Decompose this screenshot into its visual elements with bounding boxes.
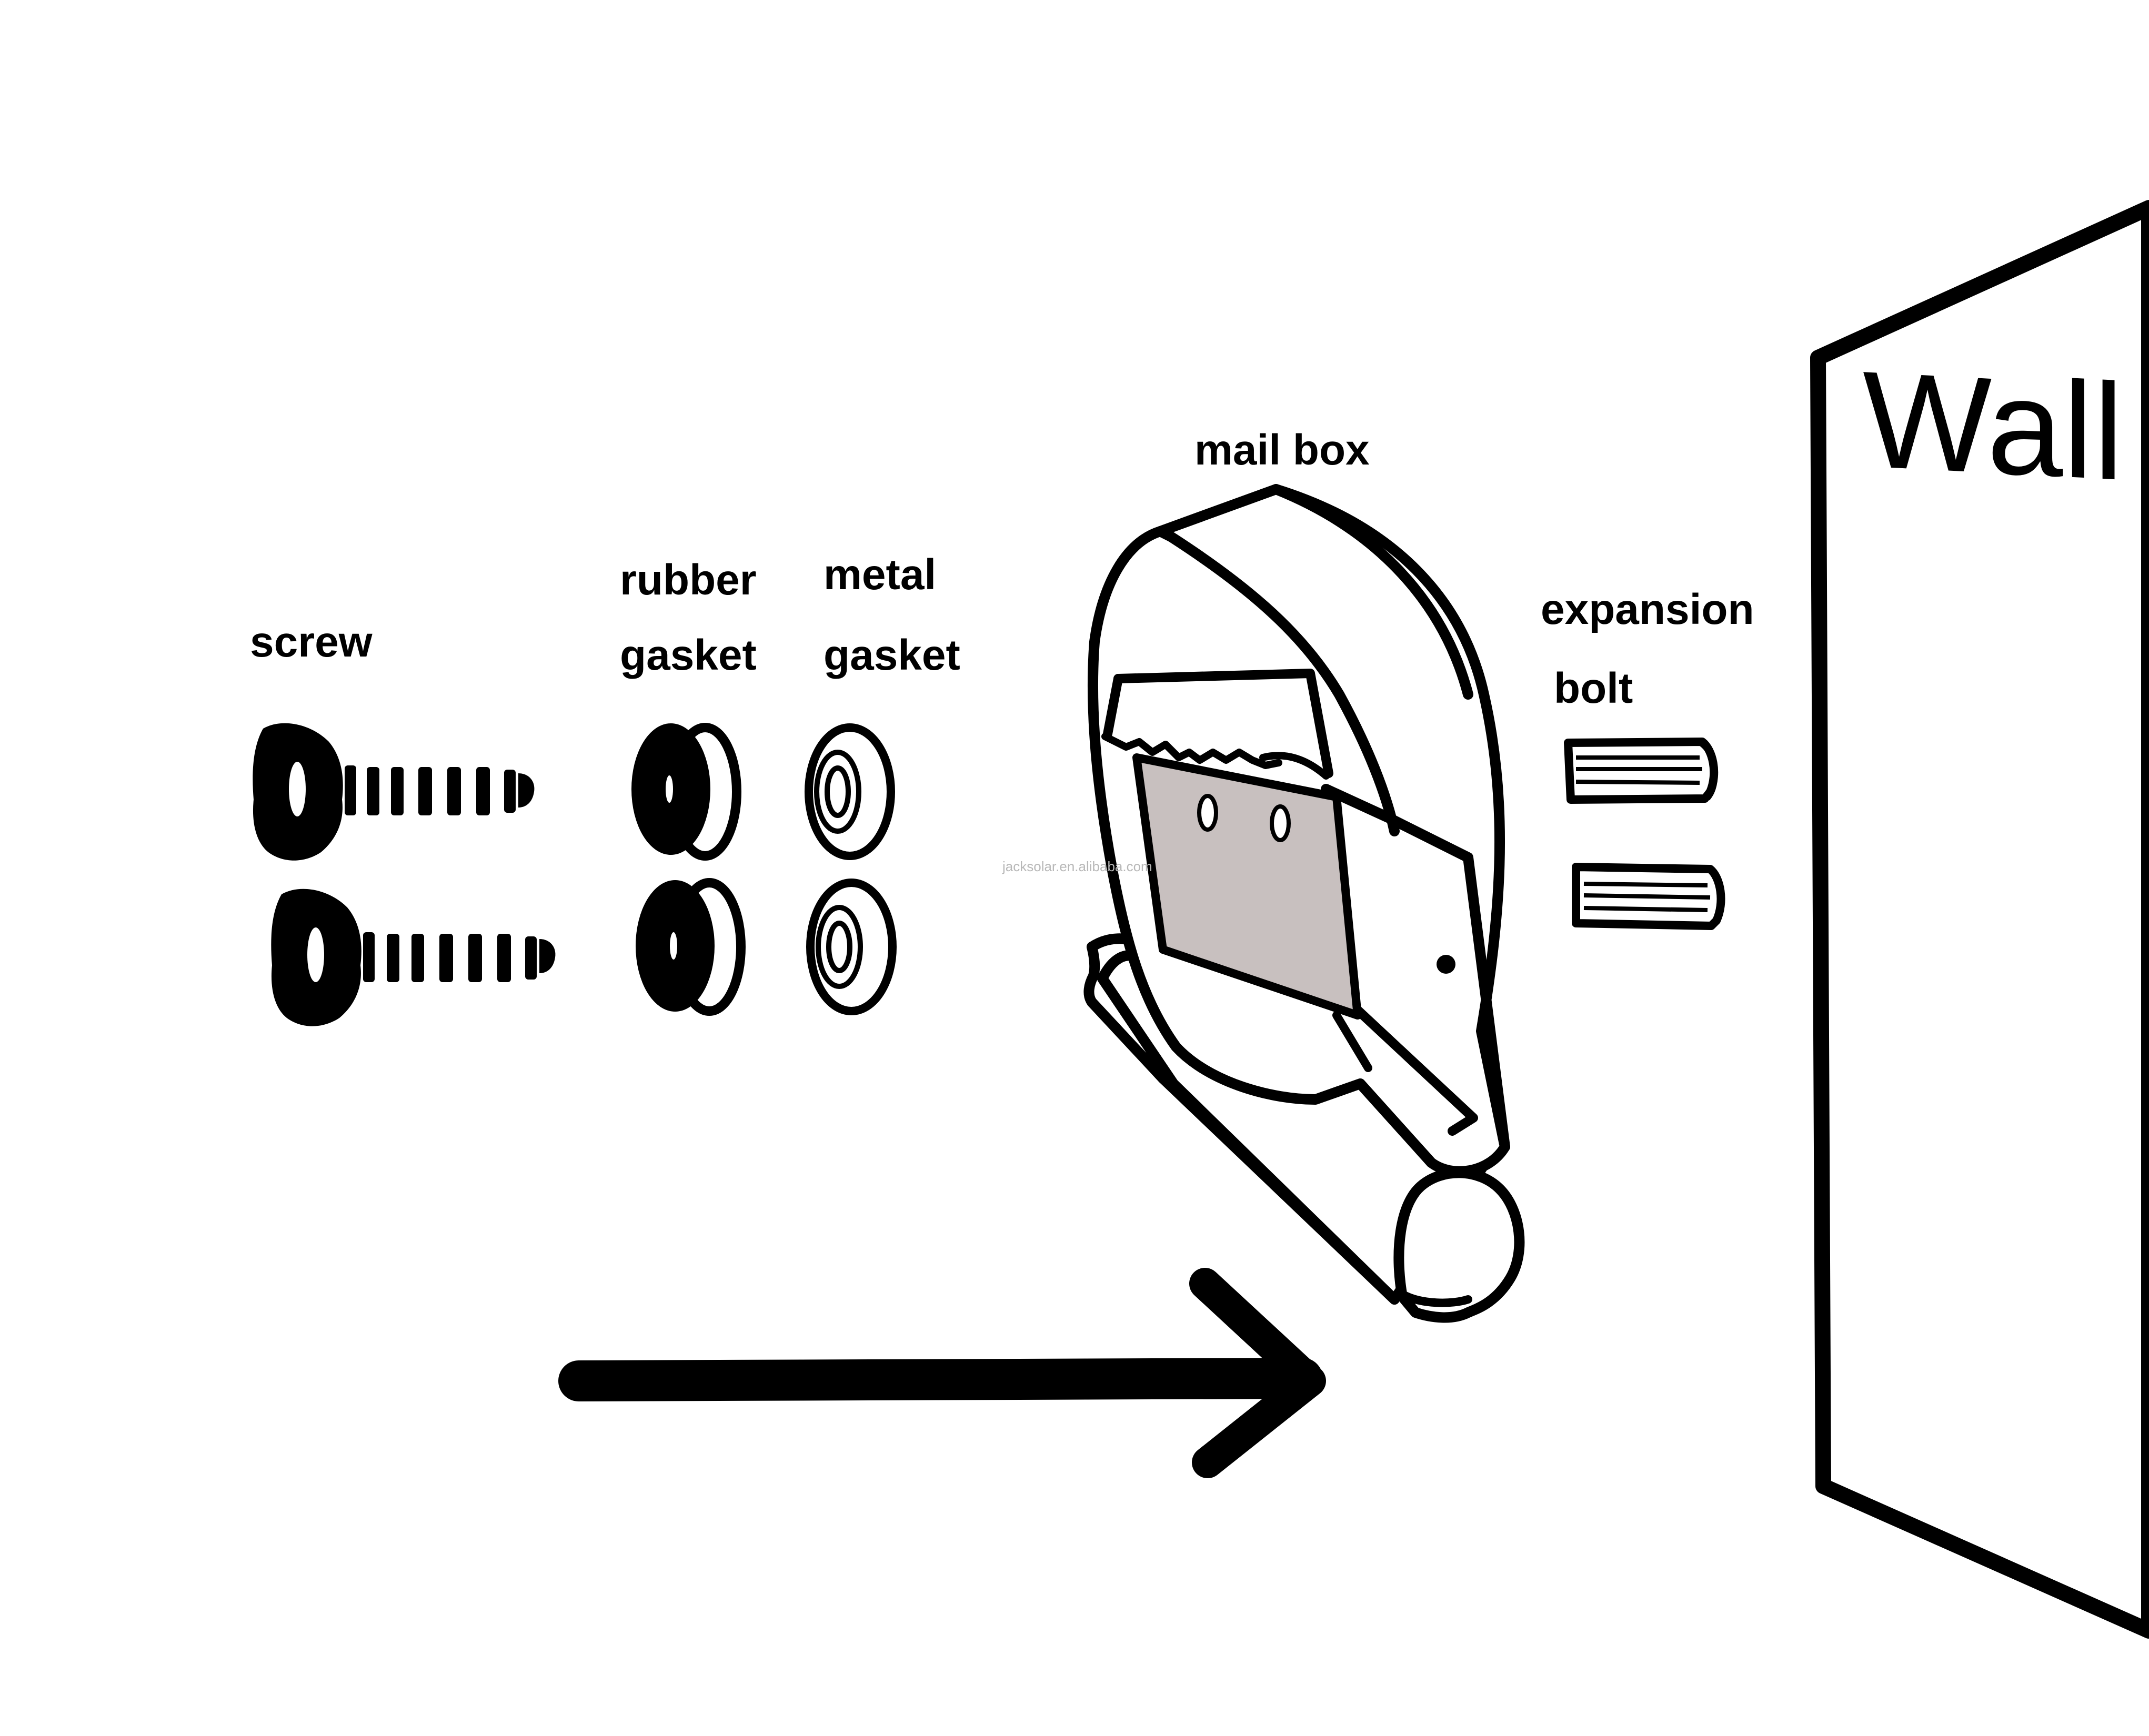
- expansion-bolt-icon: [1564, 738, 1719, 804]
- metal-gasket-label-line2: gasket: [824, 631, 960, 679]
- expansion-bolt-label-line2: bolt: [1554, 664, 1633, 712]
- watermark: jacksolar.en.alibaba.com: [1002, 859, 1152, 874]
- rubber-gasket-icon: [631, 723, 741, 861]
- screw-label: screw: [250, 618, 373, 666]
- expansion-bolt-label-line1: expansion: [1541, 586, 1754, 633]
- screw-icon: [271, 889, 556, 1026]
- metal-gasket-label-line1: metal: [824, 551, 937, 599]
- rubber-gasket-label-line1: rubber: [620, 556, 757, 604]
- expansion-bolt-icon: [1572, 863, 1725, 930]
- rubber-gasket-icon: [636, 878, 746, 1016]
- mail-box-label: mail box: [1194, 426, 1370, 474]
- metal-gasket-icon: [805, 723, 895, 860]
- screw-icon: [253, 723, 535, 861]
- wall-label: Wall: [1863, 343, 2124, 509]
- arrow-right-icon: [558, 1268, 1326, 1478]
- metal-gasket-icon: [806, 879, 897, 1015]
- mounting-plate: [1132, 753, 1362, 1020]
- wall-panel-icon: [1810, 200, 2149, 1639]
- rubber-gasket-label-line2: gasket: [620, 631, 757, 679]
